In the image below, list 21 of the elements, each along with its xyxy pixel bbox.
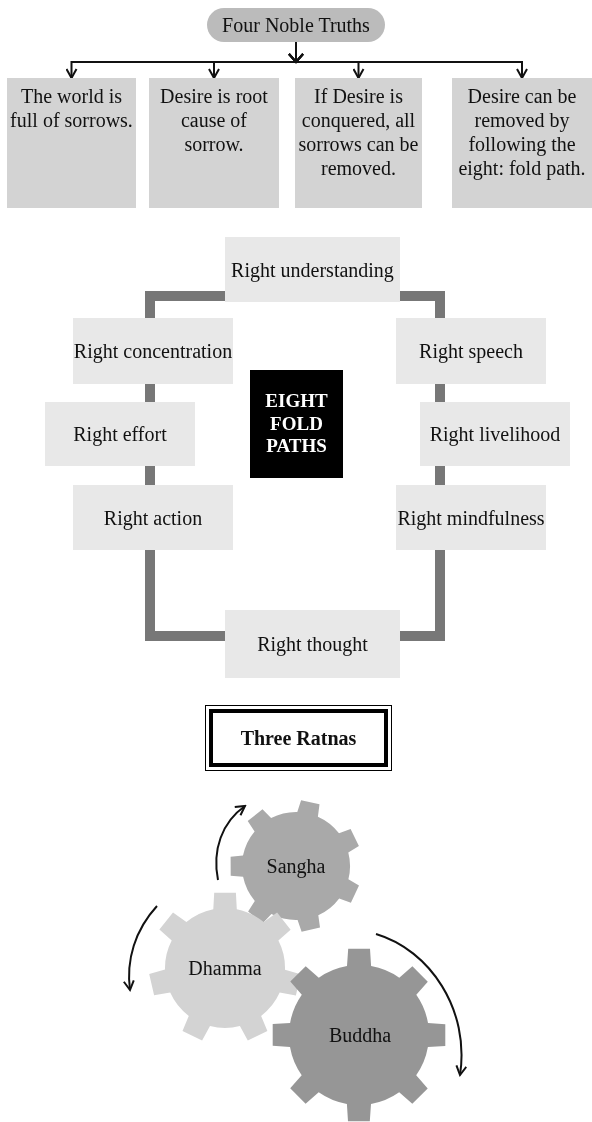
path-box: Right speech	[396, 318, 546, 384]
path-box: Right mindfulness	[396, 485, 546, 550]
title-pill: Four Noble Truths	[207, 8, 385, 42]
arrow	[288, 41, 528, 79]
gear-label: Sangha	[266, 854, 326, 878]
center-box: EIGHT FOLD PATHS	[250, 370, 343, 478]
path-box: Right action	[73, 485, 233, 550]
path-box: Right thought	[225, 610, 400, 678]
heading-box: Three Ratnas	[205, 705, 392, 771]
gear-shape	[230, 800, 362, 932]
truth-box: Desire can be removed by following the eight: fold path.	[452, 78, 592, 208]
path-box: Right effort	[45, 402, 195, 466]
path-box: Right livelihood	[420, 402, 570, 466]
path-box: Right concentration	[73, 318, 233, 384]
gear-label: Buddha	[328, 1023, 392, 1047]
gear-shape	[272, 948, 448, 1122]
truth-box: If Desire is conquered, all sorrows can be removed.	[295, 78, 422, 208]
truth-box: Desire is root cause of sorrow.	[149, 78, 279, 208]
truth-box: The world is full of sorrows.	[7, 78, 136, 208]
path-box: Right understanding	[225, 237, 400, 302]
gear-label: Dhamma	[188, 956, 262, 980]
